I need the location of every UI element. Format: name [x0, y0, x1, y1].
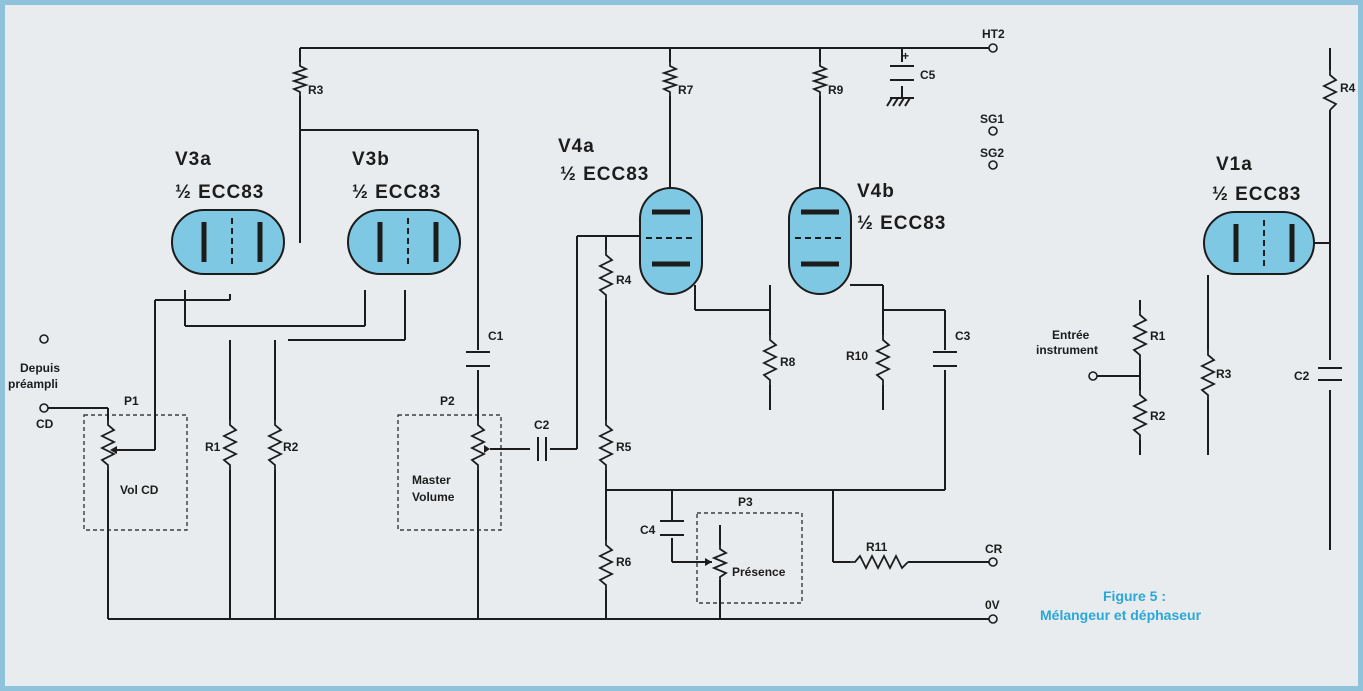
figure-caption: Figure 5 : Mélangeur et déphaseur	[1040, 588, 1202, 623]
component-labels: HT2 SG1 SG2 CR 0V CD R3 R7 R9 C5 R4 R4 R…	[36, 27, 1356, 612]
label-c2: C2	[534, 418, 550, 432]
label-cd: CD	[36, 417, 54, 431]
label-r8: R8	[780, 355, 796, 369]
caption-line1: Figure 5 :	[1103, 588, 1166, 604]
tube-v3a-name: V3a	[175, 149, 212, 170]
caption-line2: Mélangeur et déphaseur	[1040, 607, 1202, 623]
label-r2-right: R2	[1150, 409, 1166, 423]
tube-v4a	[639, 187, 703, 295]
label-r4: R4	[616, 273, 632, 287]
tube-v3b-type: ½ ECC83	[352, 182, 441, 203]
box-master: Master	[412, 473, 451, 487]
tubes	[171, 187, 1315, 295]
label-r6: R6	[616, 555, 632, 569]
tube-v1a	[1203, 211, 1315, 275]
label-p1: P1	[124, 394, 139, 408]
label-r3-right: R3	[1216, 367, 1232, 381]
label-r1: R1	[205, 440, 221, 454]
label-cr: CR	[985, 542, 1003, 556]
wires	[47, 47, 1331, 620]
tube-v4b-type: ½ ECC83	[857, 213, 946, 234]
label-p3: P3	[738, 495, 753, 509]
label-0v: 0V	[985, 598, 1000, 612]
label-p2: P2	[440, 394, 455, 408]
label-c4: C4	[640, 523, 656, 537]
label-r7: R7	[678, 83, 694, 97]
capacitors: +	[466, 49, 1342, 536]
label-c1: C1	[488, 329, 504, 343]
tube-v3b	[347, 209, 461, 275]
box-labels: Vol CD Master Volume Présence	[120, 473, 786, 579]
tube-v1a-type: ½ ECC83	[1212, 184, 1301, 205]
input-preampli: préampli	[8, 377, 58, 391]
pot-boxes	[83, 414, 803, 604]
label-sg1: SG1	[980, 112, 1004, 126]
label-r9: R9	[828, 83, 844, 97]
label-c5: C5	[920, 68, 936, 82]
tube-v3a-type: ½ ECC83	[175, 182, 264, 203]
label-ht2: HT2	[982, 27, 1005, 41]
input-labels: Depuis préampli Entrée instrument	[8, 328, 1098, 391]
label-r11: R11	[866, 540, 888, 554]
label-r1-right: R1	[1150, 329, 1166, 343]
input-instrument: instrument	[1036, 343, 1098, 357]
label-sg2: SG2	[980, 146, 1004, 160]
tube-v3b-name: V3b	[352, 149, 390, 170]
label-r3: R3	[308, 83, 324, 97]
label-c2-right: C2	[1294, 369, 1310, 383]
label-r4-right: R4	[1340, 81, 1356, 95]
box-presence: Présence	[732, 565, 786, 579]
label-r2: R2	[283, 440, 299, 454]
tube-v4b-name: V4b	[857, 181, 895, 202]
label-r10: R10	[846, 349, 868, 363]
box-volume: Volume	[412, 490, 455, 504]
box-vol-cd: Vol CD	[120, 483, 159, 497]
label-r5: R5	[616, 440, 632, 454]
tube-v3a	[171, 209, 285, 275]
tube-v4b	[788, 187, 852, 295]
svg-text:+: +	[902, 49, 909, 63]
input-entree: Entrée	[1052, 328, 1090, 342]
tube-v1a-name: V1a	[1216, 154, 1253, 175]
terminals	[39, 43, 1098, 624]
tube-v4a-type: ½ ECC83	[560, 164, 649, 185]
tube-labels: V3a ½ ECC83 V3b ½ ECC83 V4a ½ ECC83 V4b …	[175, 136, 1301, 234]
label-c3: C3	[955, 329, 971, 343]
tube-v4a-name: V4a	[558, 136, 595, 157]
resistors	[99, 62, 1339, 590]
input-depuis: Depuis	[20, 361, 60, 375]
